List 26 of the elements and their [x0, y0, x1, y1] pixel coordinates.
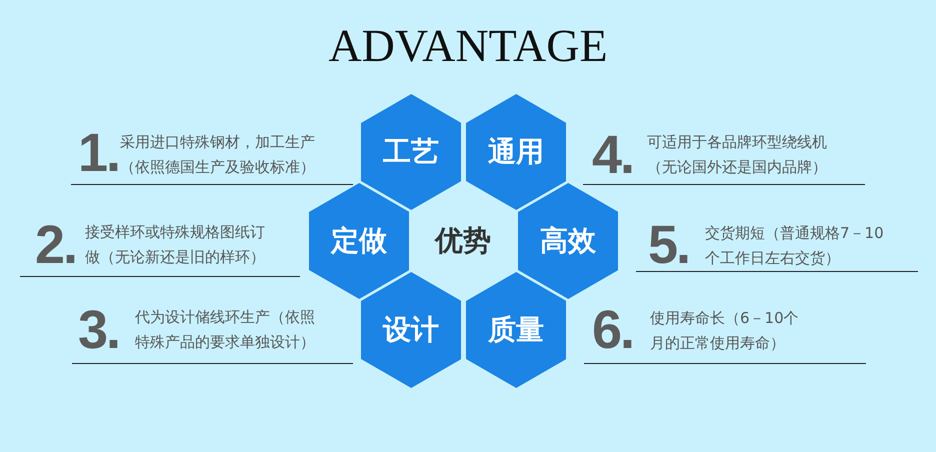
item-text: 使用寿命长（6－10个月的正常使用寿命） [650, 308, 800, 354]
item-number: 1. [78, 126, 120, 180]
item-number: 5. [648, 218, 690, 272]
item-text: 代为设计储线环生产（依照特殊产品的要求单独设计） [135, 307, 316, 353]
item-number: 3. [78, 303, 120, 357]
center-label: 优势 [435, 224, 491, 258]
hexagon-tile [360, 272, 462, 388]
tile-label: 工艺 [382, 135, 439, 169]
tile-label: 定做 [330, 224, 387, 258]
item-text: 交货期短（普通规格7－10个工作日左右交货） [705, 223, 885, 269]
tile-label: 通用 [488, 135, 544, 169]
item-number: 2. [35, 218, 76, 272]
hexagon-tile [466, 272, 566, 388]
hexagon-tile [308, 183, 410, 299]
tile-label: 高效 [540, 224, 596, 258]
item-number: 4. [592, 128, 634, 182]
title: ADVANTAGE [328, 20, 608, 72]
hexagon-tile [466, 94, 566, 210]
tile-label: 质量 [488, 313, 544, 347]
hexagon-tile [518, 183, 618, 299]
item-text: 可适用于各品牌环型绕线机（无论国外还是国内品牌） [647, 132, 828, 178]
tile-label: 设计 [382, 313, 439, 347]
item-text: 采用进口特殊钢材，加工生产（依照德国生产及验收标准） [120, 132, 316, 178]
hexagon-tile [360, 94, 462, 210]
item-number: 6. [592, 303, 634, 357]
item-text: 接受样环或特殊规格图纸订做（无论新还是旧的样环） [85, 222, 266, 268]
